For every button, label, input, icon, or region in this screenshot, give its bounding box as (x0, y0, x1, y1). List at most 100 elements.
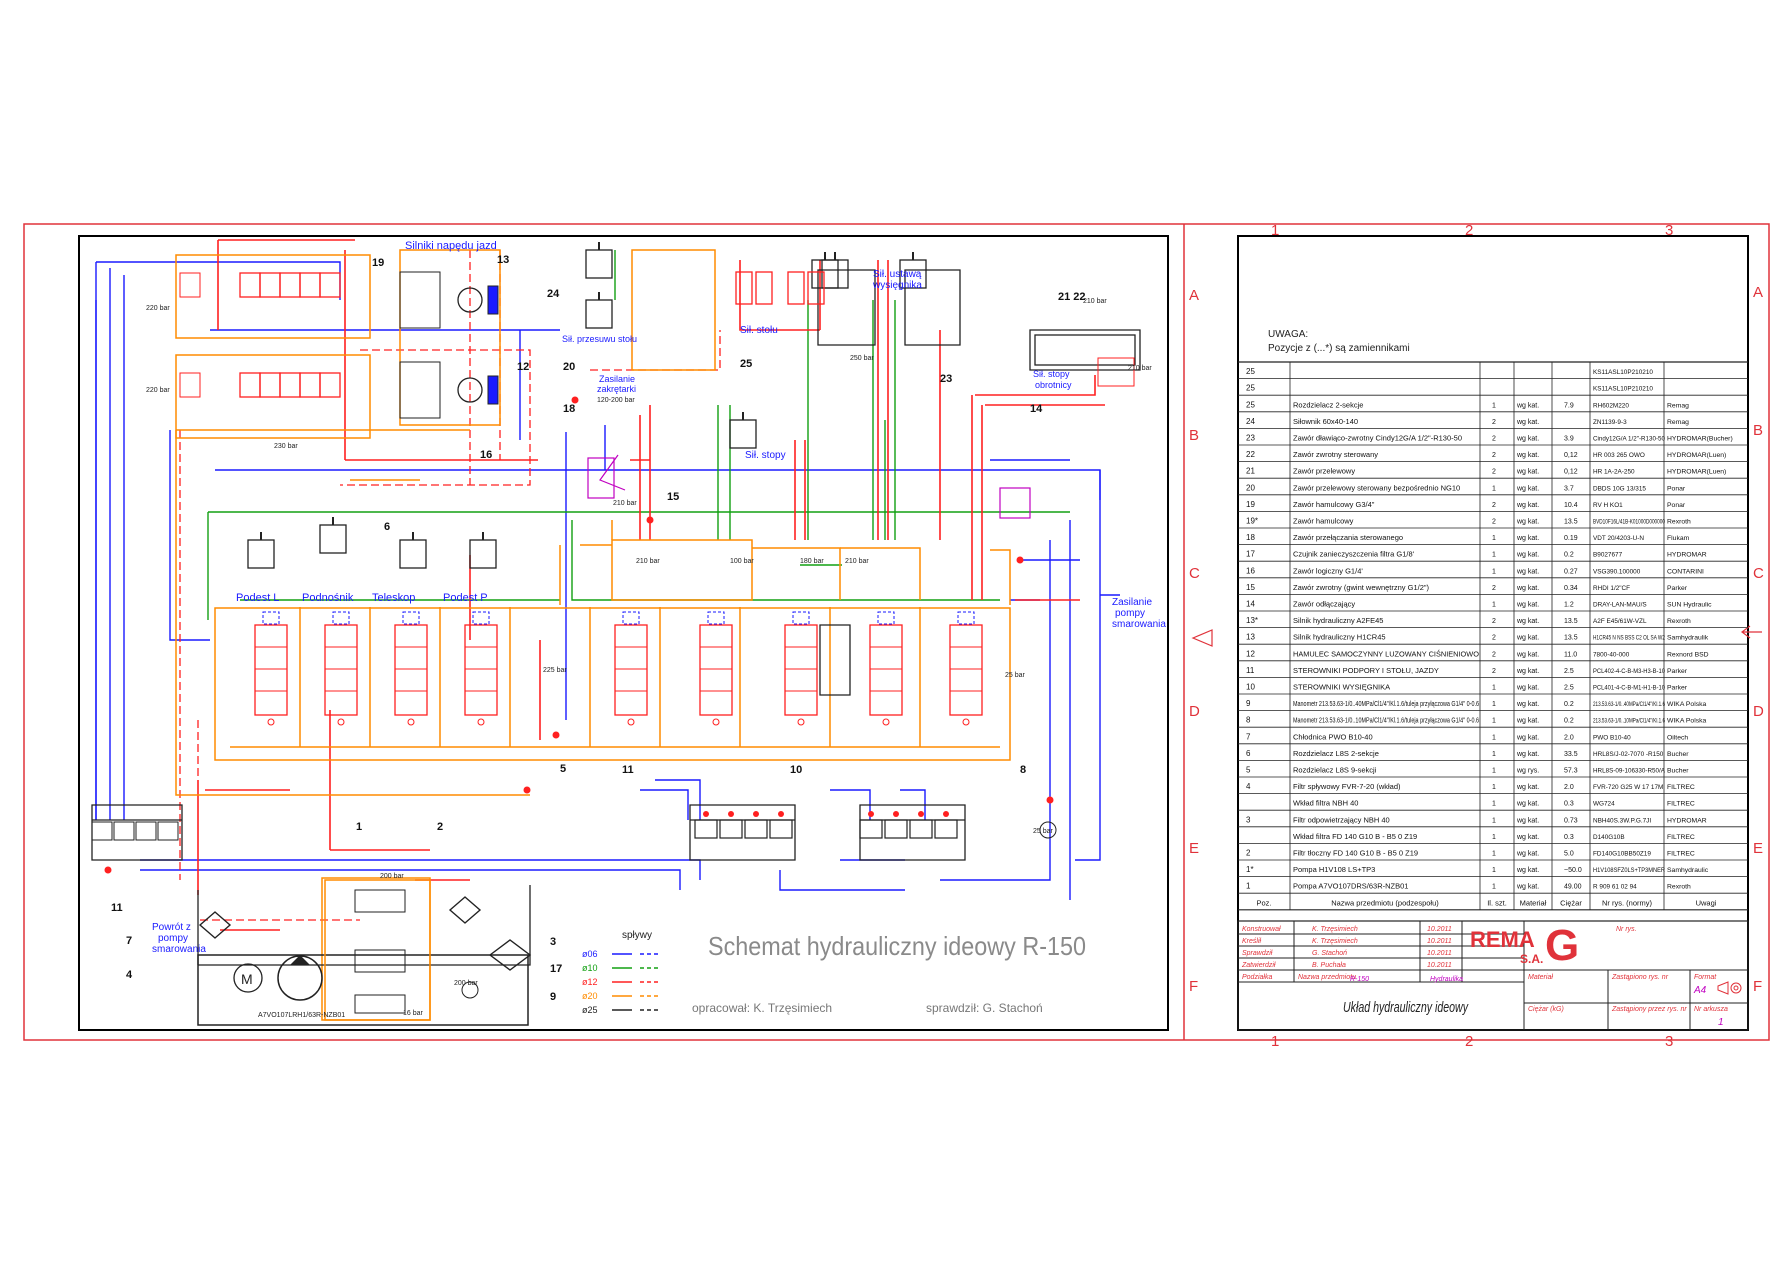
bom-cell: 1 (1492, 768, 1496, 775)
bom-cell: 15 (1246, 583, 1255, 592)
label-zasilanie-zakl-1: Zasilanie (599, 374, 635, 384)
lock-valve (1097, 357, 1135, 387)
bom-cell: 3.7 (1564, 485, 1574, 492)
bom-cell: H1V108SFZ0LS+TP3MNER (1593, 867, 1665, 874)
bom-cell: KS11ASL10P210210 (1593, 386, 1653, 393)
center-arrow-left-icon (1191, 629, 1213, 647)
measurement-point (1016, 556, 1024, 564)
pos-1: 1 (356, 821, 362, 833)
bom-cell: 13.5 (1564, 635, 1578, 642)
bom-cell: wg kat. (1516, 801, 1539, 808)
label-silniki-napedu: Silniki napędu jazd (405, 240, 497, 252)
tb-role-2: Sprawdził (1242, 950, 1273, 957)
electric-motor-icon (233, 963, 263, 993)
company-name: REMA (1470, 927, 1535, 952)
row-mark-f: F (1189, 978, 1198, 995)
bom-cell: HAMULEC SAMOCZYNNY LUZOWANY CIŚNIENIOWO (1293, 649, 1479, 658)
bom-cell: KS11ASL10P210210 (1593, 369, 1653, 376)
distributor-section (784, 624, 818, 716)
bom-cell: 33.5 (1564, 751, 1578, 758)
bom-cell: wg kat. (1516, 867, 1539, 874)
bom-cell: wg kat. (1516, 568, 1539, 575)
pos-4: 4 (126, 969, 133, 981)
pilot-controller (934, 819, 958, 839)
label-zasilanie-pompy-1: Zasilanie (1112, 597, 1152, 608)
bom-cell: 4 (1246, 782, 1251, 791)
bom-cell: 7 (1246, 732, 1251, 741)
bom-cell: 23 (1246, 434, 1255, 443)
bom-cell: Parker (1667, 585, 1688, 592)
bom-cell: 7.9 (1564, 402, 1574, 409)
bom-cell: 1* (1246, 865, 1254, 874)
bom-cell: 0.2 (1564, 718, 1574, 725)
pilot-controller (113, 821, 135, 841)
schematic-frame (78, 235, 1169, 1031)
bom-cell: 2 (1492, 452, 1496, 459)
bom-cell: B9027677 (1593, 552, 1623, 559)
pos-9: 9 (550, 991, 556, 1003)
bom-cell: ZN1139-9-3 (1593, 419, 1627, 426)
bom-cell: Manometr 213.53.63-1/0..10MPa/Cl1/4"/Kl.… (1293, 716, 1479, 725)
pressure-25a: 25 bar (1005, 672, 1026, 679)
bom-cell: HYDROMAR(Bucher) (1667, 436, 1733, 443)
bom-cell: 22 (1246, 450, 1255, 459)
bom-cell: 0.34 (1564, 585, 1578, 592)
tb-date-0: 10.2011 (1427, 926, 1452, 933)
bom-cell: WIKA Polska (1667, 718, 1707, 725)
pilot-controller (859, 819, 883, 839)
legend-label: ø20 (582, 991, 598, 1001)
bom-cell: 1 (1492, 734, 1496, 741)
bom-cell: HRL8S/J-02-7070 -R150 (1593, 751, 1664, 758)
row-mark-a: A (1189, 287, 1199, 304)
tb-nazwa-val1: R-150 (1350, 976, 1369, 983)
bom-cell: STEROWNIKI WYSIĘGNIKA (1293, 683, 1390, 692)
bom-cell: 19 (1246, 500, 1255, 509)
relief-valve (179, 372, 201, 398)
bom-cell: wg kat. (1516, 436, 1539, 443)
bom-cell: wg kat. (1516, 668, 1539, 675)
pos-21-22: 21 22 (1058, 291, 1086, 303)
bom-cell: 0,12 (1564, 469, 1578, 476)
pos-11: 11 (622, 764, 634, 776)
spring-icon (882, 718, 890, 726)
spring-icon (337, 718, 345, 726)
bom-cell: Silnik hydrauliczny H1CR45 (1293, 633, 1386, 642)
bom-cell: wg kat. (1516, 552, 1539, 559)
bom-cell: wg kat. (1516, 519, 1539, 526)
bom-cell: 14 (1246, 600, 1255, 609)
pos-13: 13 (497, 254, 509, 266)
bom-cell: H1CR45 N NS BSS C2 OL SA W2 (1593, 635, 1665, 642)
bom-cell: 9 (1246, 699, 1251, 708)
bom-cell: Zawór zwrotny sterowany (1293, 450, 1378, 459)
pressure-210a: 210 bar (613, 500, 637, 507)
bom-cell: HYDROMAR (1667, 552, 1707, 559)
bom-cell: 49.00 (1564, 884, 1582, 891)
bom-cell: wg kat. (1516, 602, 1539, 609)
label-sil-obr-2: obrotnicy (1035, 380, 1072, 390)
bom-cell: 25 (1246, 400, 1255, 409)
bom-cell: FVR-720 G25 W 17 17M (1593, 784, 1663, 791)
bom-cell: HYDROMAR(Luen) (1667, 452, 1726, 459)
bom-cell: 0.27 (1564, 568, 1578, 575)
label-zasilanie-pompy-2: pompy (1115, 608, 1145, 619)
regulator-valve (354, 889, 406, 913)
pilot-port (703, 811, 709, 817)
distributor-section (464, 624, 498, 716)
tb-name-3: B. Puchała (1312, 962, 1346, 969)
bom-cell: 1 (1246, 882, 1251, 891)
bom-cell: 24 (1246, 417, 1255, 426)
bom-cell: RHDI 1/2"CF (1593, 585, 1630, 592)
bom-cell: Zawór odłączający (1293, 600, 1355, 609)
bom-cell: Zawór logiczny G1/4' (1293, 566, 1363, 575)
pilot-box (402, 611, 420, 625)
bom-cell: VSG390.100000 (1593, 568, 1641, 575)
oil-tank (197, 954, 529, 1026)
bom-cell: 1 (1492, 568, 1496, 575)
bom-cell: 1 (1492, 718, 1496, 725)
pilot-box (472, 611, 490, 625)
row-mark-e: E (1189, 840, 1199, 857)
bom-cell: Czujnik zanieczyszczenia filtra G1/8' (1293, 550, 1415, 559)
pos-3: 3 (550, 936, 556, 948)
col-mark-1-bottom: 1 (1271, 1033, 1279, 1050)
outer-frame (23, 223, 1770, 1041)
